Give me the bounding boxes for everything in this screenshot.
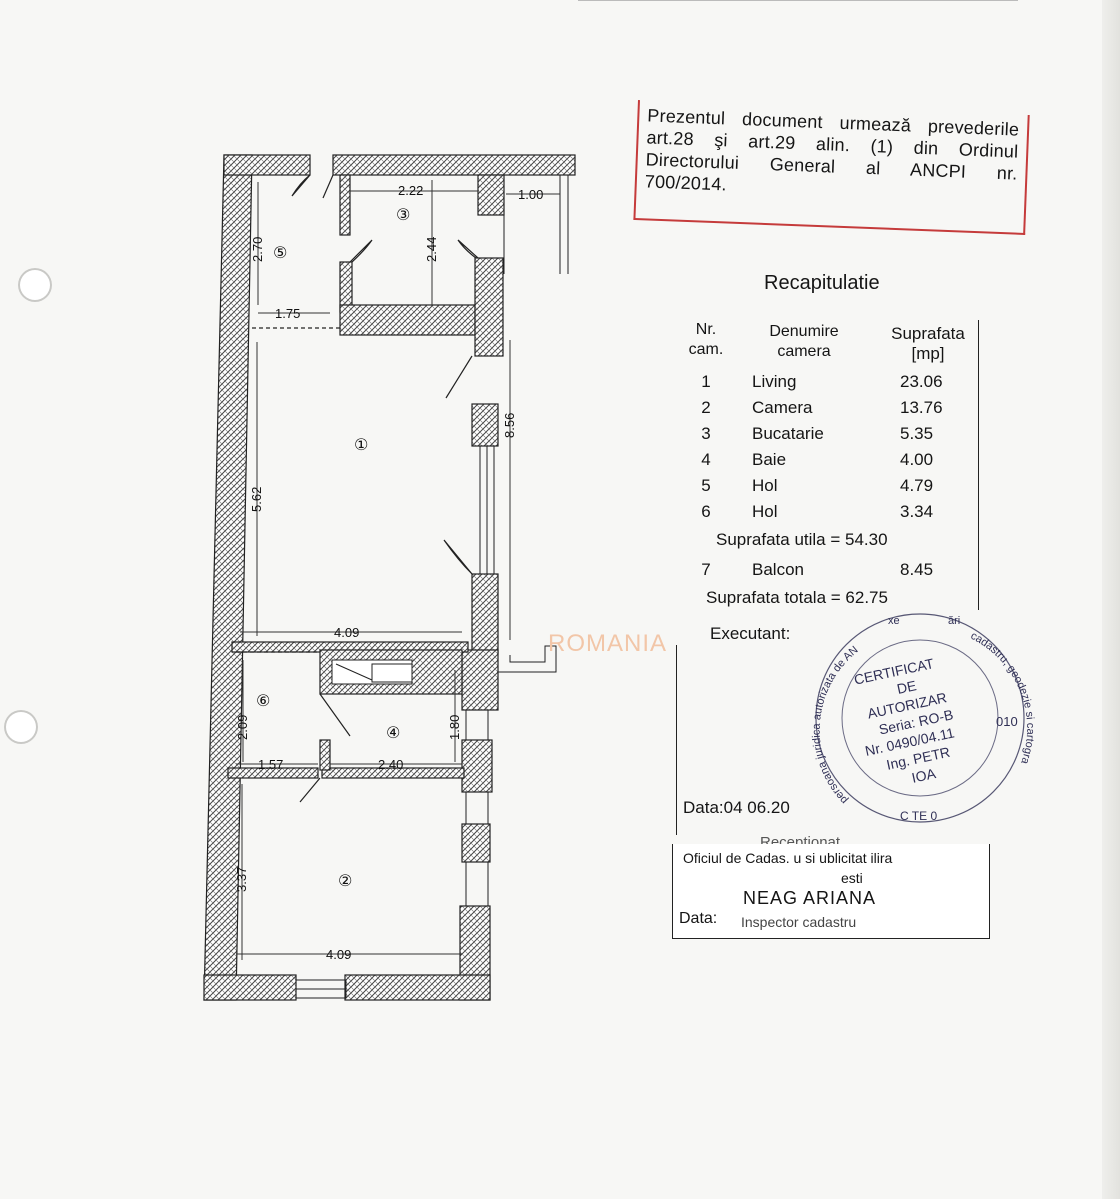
- room-label-4: ④: [386, 723, 400, 742]
- header-denumire: Denumire camera: [769, 323, 839, 360]
- room-label-1: ①: [354, 435, 368, 454]
- table-right-border: [978, 320, 979, 610]
- stamp-top-a: xe: [888, 615, 900, 627]
- dim-2-40: 2.40: [378, 757, 403, 772]
- stamp-arc-left: persoana juridica autorizata de AN: [811, 644, 861, 806]
- stamp-line-7: IOA: [910, 765, 938, 786]
- stamp-line-1: CERTIFICAT: [853, 655, 936, 688]
- stamp-top-b: ări: [948, 615, 960, 627]
- wall-right-2: [471, 573, 499, 655]
- dim-2-22: 2.22: [398, 183, 423, 198]
- stamp-line-2: DE: [895, 677, 917, 697]
- wall-mid-2: [227, 767, 319, 779]
- dim-2-09: 2.09: [235, 715, 250, 740]
- table-row: 2 Camera 13.76: [701, 398, 943, 417]
- wall-bottom-right: [344, 974, 491, 1001]
- room-label-5: ⑤: [273, 243, 287, 262]
- wall-mid-3: [321, 767, 465, 779]
- room-label-2: ②: [338, 871, 352, 890]
- dim-1-57: 1.57: [258, 757, 283, 772]
- doors: [291, 174, 479, 803]
- table-row: 5 Hol 4.79: [701, 476, 934, 495]
- header-nr: Nr. cam.: [688, 321, 724, 358]
- paper-top-line: [578, 0, 1018, 1]
- dim-4-09-top: 4.09: [334, 625, 359, 640]
- authorization-stamp: persoana juridica autorizata de AN cadas…: [800, 610, 1036, 823]
- svg-text:persoana juridica autorizata d: persoana juridica autorizata de AN: [811, 644, 861, 806]
- dim-4-09-bottom: 4.09: [326, 947, 351, 962]
- wall-kitchen-left: [339, 174, 351, 236]
- dim-2-44: 2.44: [424, 237, 439, 262]
- windows: [295, 175, 569, 999]
- page-edge: [1102, 0, 1120, 1199]
- executant-label: Executant:: [710, 624, 791, 643]
- table-row: 6 Hol 3.34: [701, 502, 934, 521]
- room-label-6: ⑥: [256, 691, 270, 710]
- table-row: 3 Bucatarie 5.35: [701, 424, 934, 443]
- dim-1-80: 1.80: [447, 715, 462, 740]
- data-date: Data:04 06.20: [683, 798, 790, 817]
- legal-notice: Prezentul document urmează prevederile a…: [633, 100, 1030, 235]
- bath-fixture: [331, 659, 413, 685]
- wall-right-5: [461, 823, 491, 863]
- stamp-extra: 010: [996, 714, 1018, 729]
- dim-3-37: 3.37: [234, 867, 249, 892]
- floor-plan: 2.22 1.00 2.70 2.44 1.75 8.56 5.62 4.09 …: [203, 154, 576, 1001]
- watermark: ROMANIA: [548, 630, 668, 657]
- reception-stamp-box: Oficiul de Cadas. u si ublicitat ilira e…: [672, 844, 990, 939]
- wall-kitchen-bottom: [339, 304, 476, 336]
- reception-data-label: Data:: [679, 910, 718, 927]
- reception-line-2: esti: [841, 870, 863, 886]
- dim-5-62: 5.62: [249, 487, 264, 512]
- wall-right-1: [471, 403, 499, 447]
- dim-2-70: 2.70: [250, 237, 265, 262]
- table-row: 4 Baie 4.00: [701, 450, 934, 469]
- stamp-bottom: C TE 0: [900, 809, 937, 823]
- table-row: 1 Living 23.06: [701, 372, 943, 391]
- punch-hole-top: [18, 268, 52, 302]
- dimension-lines: [236, 180, 560, 960]
- punch-hole-bottom: [4, 710, 38, 744]
- table-row-balcon: 7 Balcon 8.45: [701, 560, 934, 579]
- inspector-role: Inspector cadastru: [741, 914, 857, 930]
- dim-1-75: 1.75: [275, 306, 300, 321]
- recap-title: Recapitulatie: [764, 272, 880, 294]
- walls: [203, 154, 576, 1001]
- dim-8-56: 8.56: [502, 413, 517, 438]
- reception-line-1: Oficiul de Cadas. u si ublicitat ilira: [683, 850, 893, 866]
- wall-top-left: [223, 154, 311, 176]
- header-suprafata: Suprafata [mp]: [891, 324, 965, 363]
- openings: [236, 327, 340, 653]
- inspector-name: NEAG ARIANA: [743, 888, 877, 908]
- wall-right-4: [461, 739, 493, 793]
- wall-right-3: [461, 649, 499, 711]
- suprafata-totala: Suprafata totala = 62.75: [706, 588, 888, 607]
- wall-kitchen-right: [474, 257, 504, 357]
- wall-kitchen-rtop: [477, 174, 505, 216]
- dim-1-00: 1.00: [518, 187, 543, 202]
- suprafata-utila: Suprafata utila = 54.30: [716, 530, 888, 549]
- wall-top-right: [332, 154, 576, 176]
- wall-bottom-left: [203, 974, 297, 1001]
- room-label-3: ③: [396, 205, 410, 224]
- wall-bath-left: [319, 739, 331, 771]
- left-border-line: [676, 645, 677, 835]
